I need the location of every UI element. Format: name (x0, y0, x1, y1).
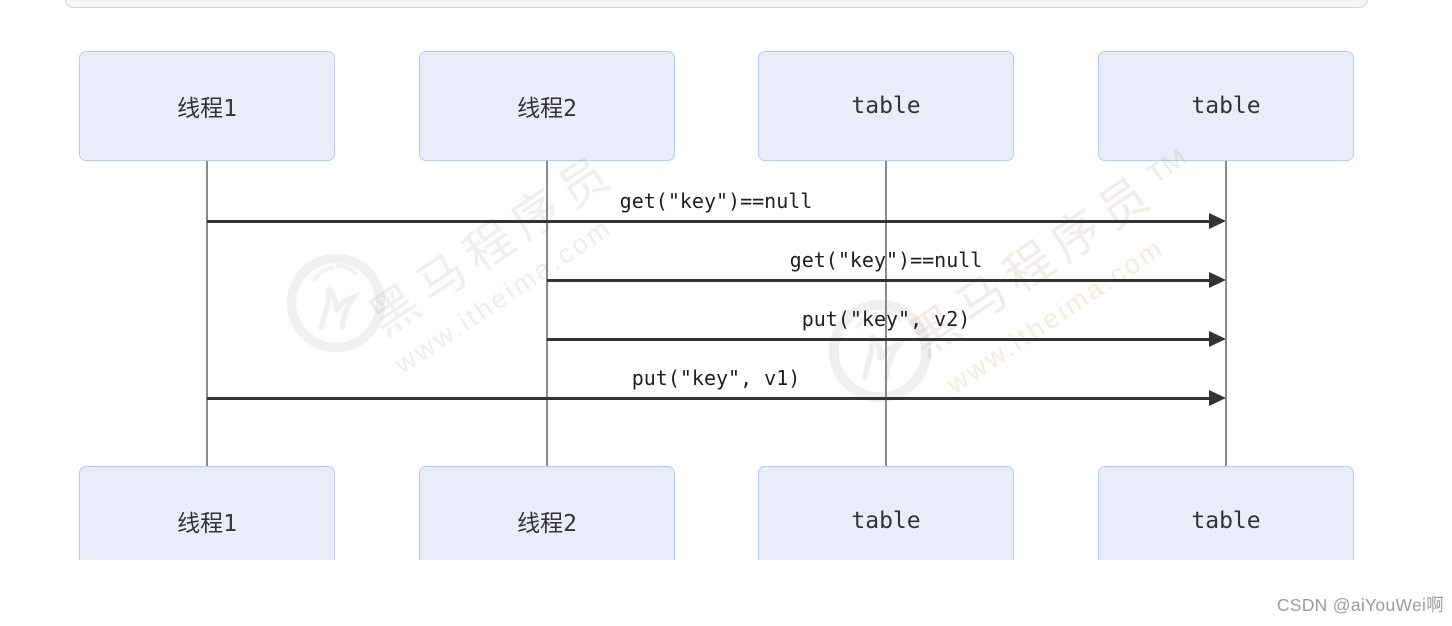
participant-box-thread1-top: 线程1 (79, 51, 335, 161)
lifeline-table2 (1225, 161, 1227, 466)
participant-label: 线程1 (177, 511, 237, 537)
participant-label: 线程2 (517, 96, 577, 122)
message-arrow-4 (207, 397, 1210, 400)
arrowhead-icon (1209, 213, 1226, 229)
participant-row-bottom: 线程1 线程2 table table (0, 466, 1452, 560)
message-arrow-3 (547, 338, 1210, 341)
message-label-2: get("key")==null (789, 248, 983, 272)
participant-box-table1-bottom: table (758, 466, 1014, 560)
arrowhead-icon (1209, 331, 1226, 347)
itheima-logo-icon (286, 253, 386, 353)
lifeline-thread2 (546, 161, 548, 466)
participant-label: table (1191, 93, 1261, 119)
arrowhead-icon (1209, 390, 1226, 406)
message-label-1: get("key")==null (619, 189, 813, 213)
participant-label: table (1191, 508, 1261, 534)
message-label-3: put("key", v2) (801, 307, 971, 331)
message-arrow-1 (207, 220, 1210, 223)
participant-box-table1-top: table (758, 51, 1014, 161)
message-arrow-2 (547, 279, 1210, 282)
participant-label: 线程1 (177, 96, 237, 122)
lifeline-table1 (885, 161, 887, 466)
watermark-url-text: www.itheima.com (389, 212, 618, 380)
participant-box-thread2-top: 线程2 (419, 51, 675, 161)
participant-label: table (851, 93, 921, 119)
participant-label: table (851, 508, 921, 534)
participant-box-table2-bottom: table (1098, 466, 1354, 560)
csdn-attribution: CSDN @aiYouWei啊 (1276, 595, 1444, 615)
lifeline-thread1 (206, 161, 208, 466)
arrowhead-icon (1209, 272, 1226, 288)
participant-box-thread1-bottom: 线程1 (79, 466, 335, 560)
message-label-4: put("key", v1) (631, 366, 801, 390)
participant-box-thread2-bottom: 线程2 (419, 466, 675, 560)
participant-label: 线程2 (517, 511, 577, 537)
participant-box-table2-top: table (1098, 51, 1354, 161)
top-panel-edge (65, 0, 1368, 8)
